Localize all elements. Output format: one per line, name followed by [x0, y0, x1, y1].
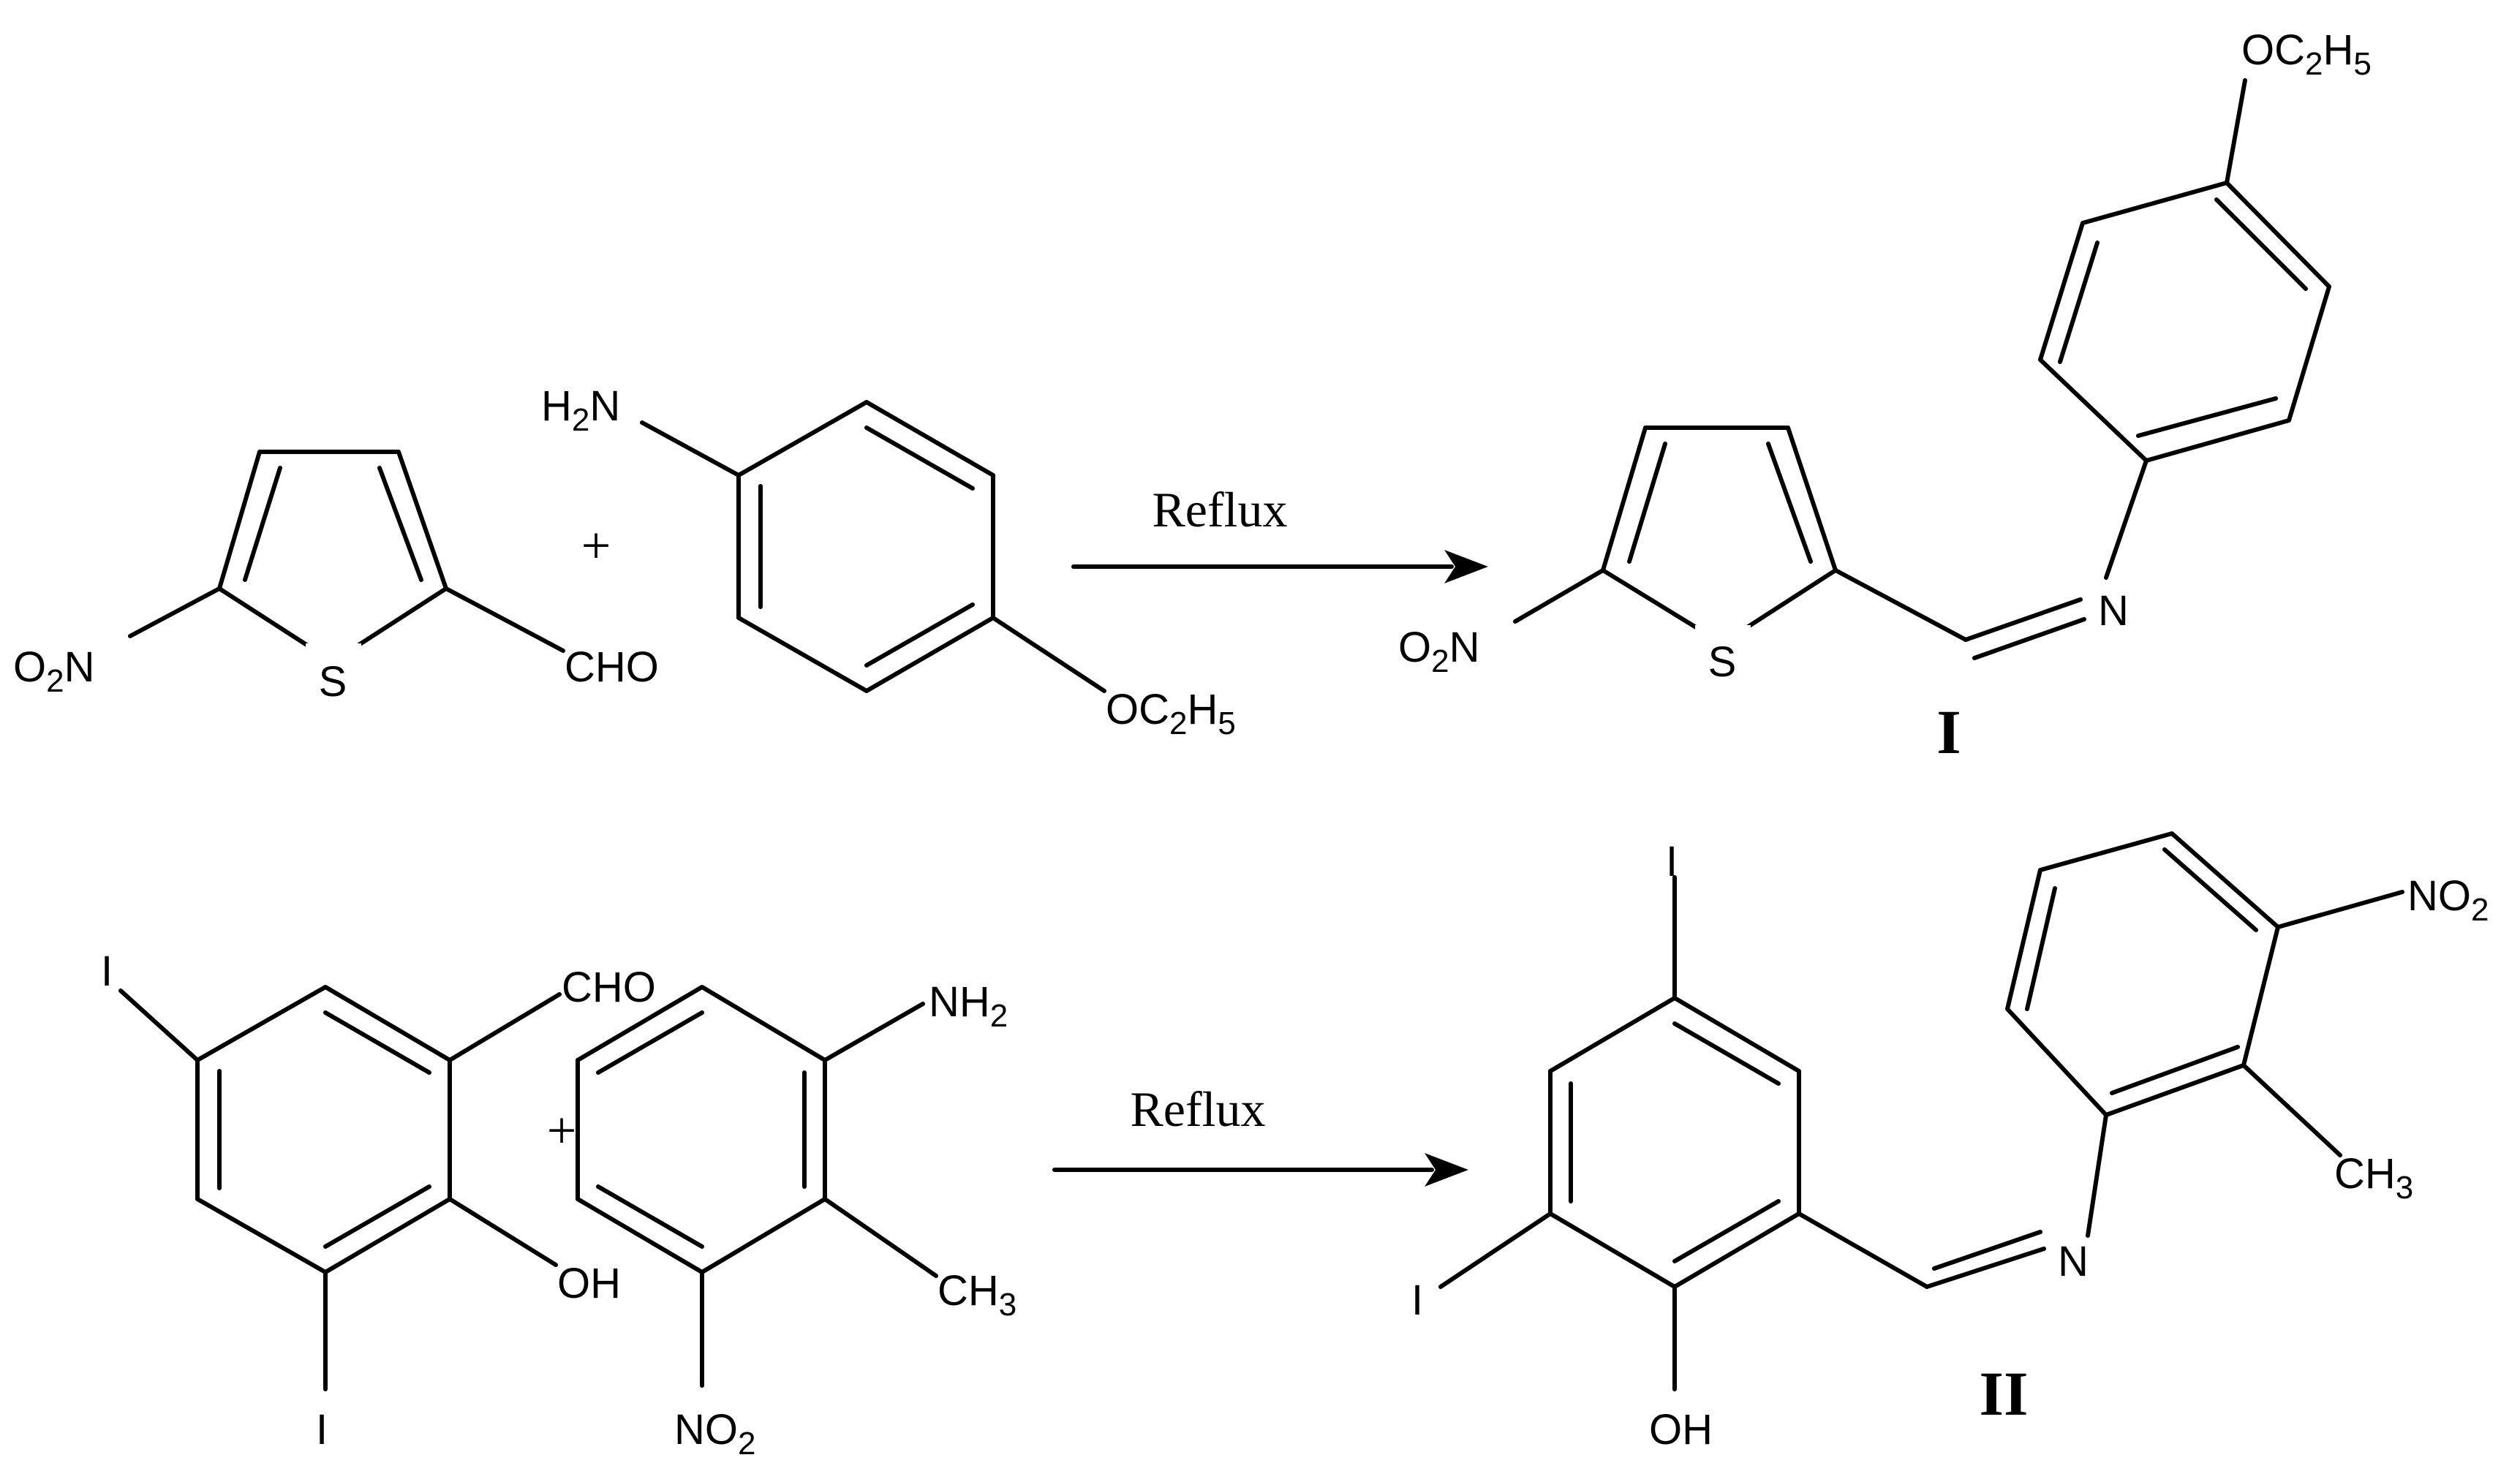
- p2-iodo-left: I: [1411, 1277, 1423, 1324]
- r2-nitro-group: NO2: [674, 1406, 755, 1462]
- r1-nitro-group: O2N: [13, 643, 95, 699]
- p1-sulfur-label: S: [1708, 638, 1737, 686]
- r1-diiodosalicylaldehyde: I CHO OH I: [101, 948, 656, 1453]
- r1-iodo-bottom: I: [316, 1406, 328, 1453]
- plus-sign-2: +: [547, 1101, 577, 1160]
- reaction-arrow-1: Reflux: [1071, 482, 1488, 583]
- p1-ethoxy-group: OC2H5: [2241, 26, 2372, 82]
- r2-methyl-group: CH3: [938, 1267, 1016, 1323]
- p2-imine-nitrogen: N: [2058, 1238, 2089, 1285]
- r1-aldehyde-group: CHO: [565, 643, 659, 691]
- p1-nitro-group: O2N: [1398, 624, 1480, 679]
- p2-nitro-group: NO2: [2407, 872, 2489, 928]
- product-label-II: II: [1980, 1358, 2029, 1429]
- product-label-I: I: [1936, 697, 1961, 767]
- p2-methyl-group: CH3: [2334, 1150, 2413, 1206]
- r2-ethoxy-group: OC2H5: [1106, 686, 1236, 741]
- p2-iodo-top: I: [1666, 838, 1678, 885]
- r2-amine-group: H2N: [541, 382, 620, 438]
- r1-nitrothiophene-aldehyde: S O2N CHO: [13, 450, 659, 706]
- plus-sign-1: +: [581, 516, 611, 575]
- reflux-condition-2: Reflux: [1130, 1081, 1265, 1137]
- reaction-arrow-2: Reflux: [1052, 1081, 1468, 1187]
- reflux-condition-1: Reflux: [1152, 482, 1287, 537]
- r1-sulfur-label: S: [319, 658, 347, 706]
- p1-imine-nitrogen: N: [2098, 587, 2129, 635]
- product-1-schiff-base: S N O2N OC2H5 I: [1398, 26, 2372, 767]
- r2-ethoxyaniline: H2N OC2H5: [541, 382, 1236, 741]
- p2-hydroxyl-group: OH: [1649, 1406, 1713, 1453]
- r2-methyl-nitroaniline: NH2 CH3 NO2: [576, 978, 1016, 1462]
- product-2-schiff-base: I I OH N NO2 CH3 II: [1411, 831, 2489, 1453]
- r1-aldehyde-group-2: CHO: [562, 964, 656, 1011]
- r2-amine-group-2: NH2: [929, 978, 1008, 1034]
- r1-hydroxyl-group: OH: [557, 1260, 621, 1307]
- r1-iodo-top: I: [101, 948, 113, 995]
